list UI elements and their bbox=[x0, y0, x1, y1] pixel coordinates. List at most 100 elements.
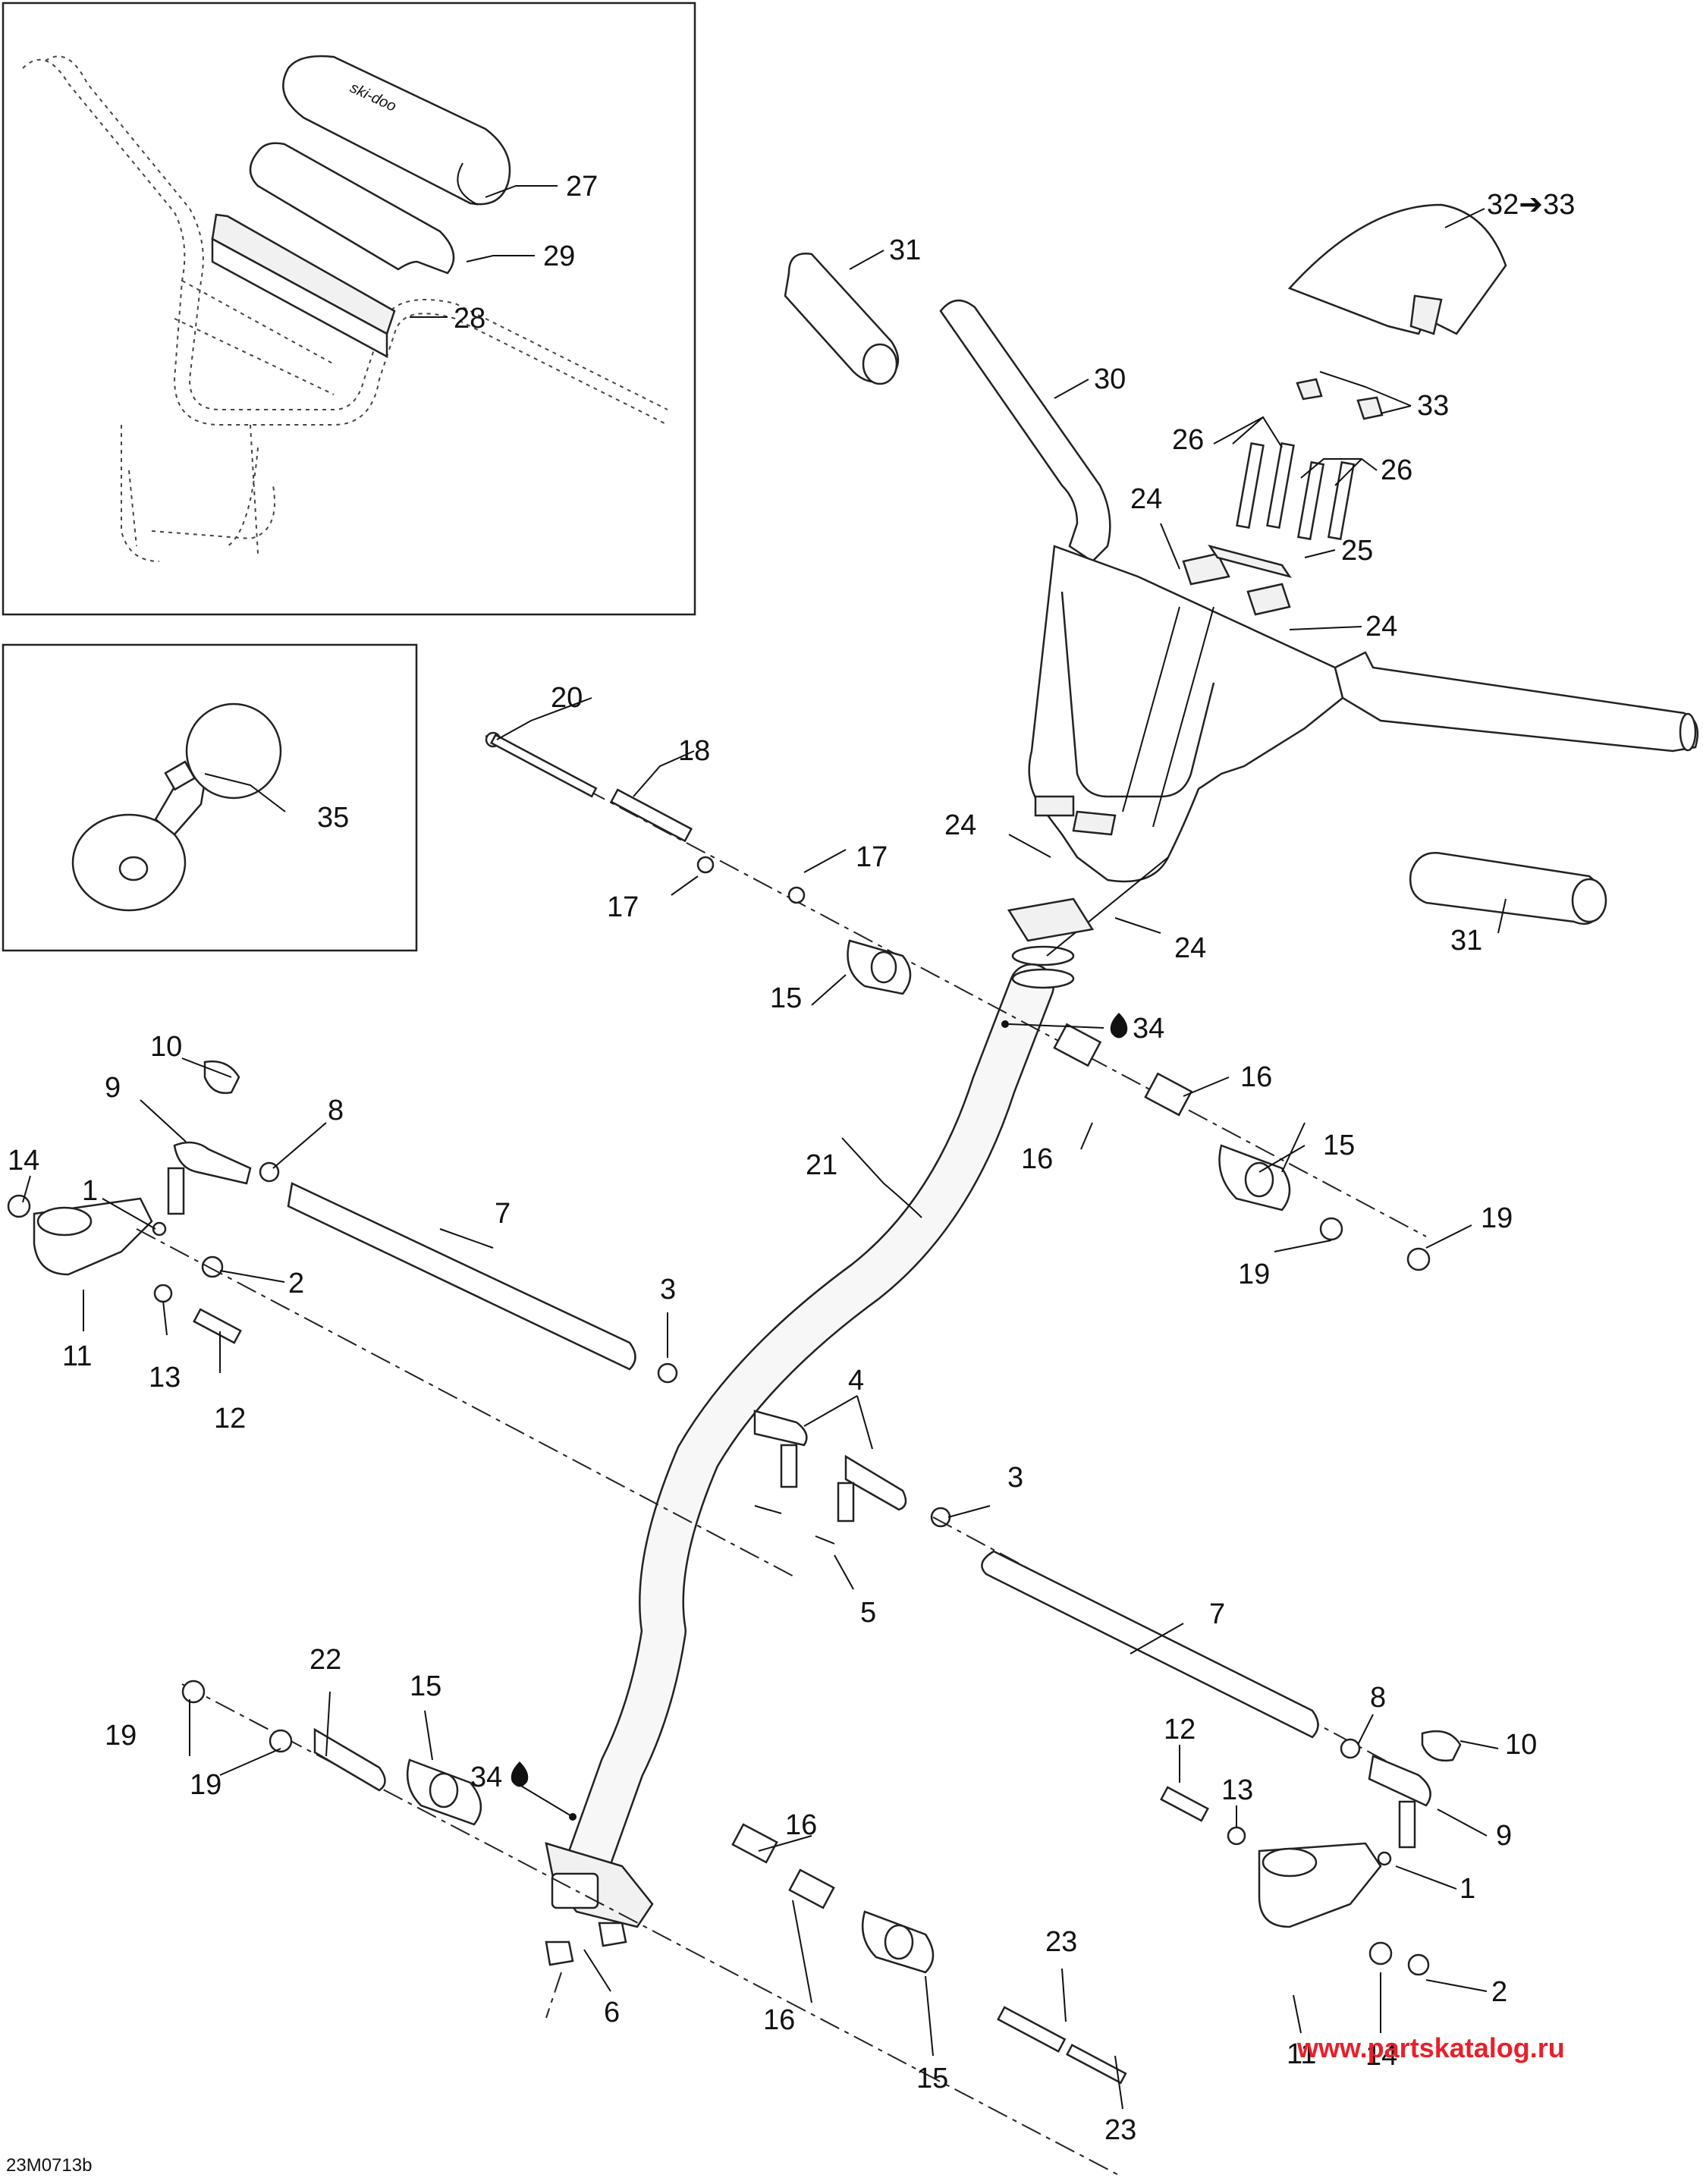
bushing-16a bbox=[1053, 1023, 1102, 1067]
label-15c: 15 bbox=[410, 1670, 441, 1702]
label-15a: 15 bbox=[770, 982, 802, 1014]
nut-19a bbox=[1319, 1217, 1343, 1241]
label-26a: 26 bbox=[1172, 424, 1204, 456]
label-17b: 17 bbox=[607, 891, 639, 923]
label-34b: 34 bbox=[470, 1761, 502, 1793]
grip-31-right bbox=[1409, 852, 1607, 925]
pad-27: ski-doo bbox=[282, 55, 511, 206]
washer-13b bbox=[1227, 1826, 1246, 1846]
label-14b: 14 bbox=[1365, 2040, 1397, 2072]
label-31a: 31 bbox=[889, 234, 921, 266]
bolt-12b bbox=[1160, 1786, 1209, 1822]
nut-2a bbox=[201, 1255, 224, 1278]
label-16a: 16 bbox=[1240, 1061, 1272, 1093]
label-8a: 8 bbox=[328, 1095, 344, 1127]
label-34a: 34 bbox=[1133, 1013, 1164, 1045]
label-1a: 1 bbox=[82, 1175, 98, 1207]
axis-upper bbox=[485, 735, 1427, 1237]
lubricant-34-top: 34 bbox=[1110, 1013, 1164, 1045]
washer-13a bbox=[153, 1284, 173, 1303]
nut-33b bbox=[1356, 396, 1384, 420]
nut-6a bbox=[545, 1940, 574, 1966]
label-11a: 11 bbox=[62, 1340, 92, 1372]
label-20: 20 bbox=[551, 682, 583, 714]
label-12b: 12 bbox=[1164, 1714, 1196, 1746]
washer-1a bbox=[152, 1221, 167, 1237]
label-1b: 1 bbox=[1459, 1873, 1475, 1905]
label-30: 30 bbox=[1094, 363, 1126, 395]
grip-31-top bbox=[784, 253, 899, 385]
bushing-16c bbox=[731, 1823, 778, 1864]
label-19c: 19 bbox=[105, 1720, 137, 1752]
inset-frame-top bbox=[2, 2, 696, 616]
stud-9b bbox=[1398, 1800, 1416, 1849]
label-7b: 7 bbox=[1209, 1598, 1225, 1630]
label-16d: 16 bbox=[763, 2004, 795, 2036]
ball-joint-4a bbox=[753, 1409, 808, 1447]
label-2a: 2 bbox=[288, 1268, 304, 1299]
label-6: 6 bbox=[604, 1997, 620, 2028]
ball-joint-9b bbox=[1368, 1755, 1431, 1807]
leaders bbox=[22, 185, 1507, 2110]
steering-column-21 bbox=[545, 945, 1075, 1928]
stud-9a bbox=[167, 1167, 185, 1215]
ball-joint-4b bbox=[844, 1454, 907, 1511]
label-24a: 24 bbox=[1130, 483, 1162, 515]
link-22 bbox=[313, 1727, 386, 1792]
label-8b: 8 bbox=[1370, 1682, 1386, 1714]
bushing-16b bbox=[1144, 1072, 1193, 1117]
label-17a: 17 bbox=[856, 841, 888, 873]
label-23a: 23 bbox=[1045, 1926, 1077, 1958]
washer-17a bbox=[696, 856, 715, 874]
label-29: 29 bbox=[543, 240, 575, 272]
block-28 bbox=[211, 213, 396, 359]
nut-8b bbox=[1340, 1738, 1361, 1759]
label-4: 4 bbox=[848, 1365, 864, 1397]
label-9b: 9 bbox=[1496, 1820, 1512, 1852]
label-35: 35 bbox=[317, 802, 349, 834]
label-18: 18 bbox=[678, 735, 710, 767]
cover-32 bbox=[1287, 203, 1507, 420]
lubricant-34-bottom: 34 bbox=[470, 1761, 529, 1793]
bolts-26 bbox=[1236, 442, 1356, 541]
label-13b: 13 bbox=[1221, 1774, 1253, 1806]
label-19a: 19 bbox=[1481, 1202, 1513, 1234]
grease-point-upper bbox=[1001, 1020, 1009, 1028]
axis-lower bbox=[181, 1683, 1123, 2178]
label-3b: 3 bbox=[1007, 1462, 1023, 1494]
label-23b: 23 bbox=[1104, 2114, 1136, 2146]
inset-horn bbox=[2, 643, 418, 952]
nut-14a bbox=[7, 1194, 31, 1218]
bolt-23a bbox=[997, 2006, 1067, 2053]
label-16c: 16 bbox=[785, 1809, 817, 1841]
steering-arm-11a bbox=[33, 1197, 153, 1276]
label-24d: 24 bbox=[1174, 932, 1206, 964]
nut-2b bbox=[1407, 1953, 1430, 1976]
bushing-15b bbox=[1218, 1144, 1291, 1211]
washer-17b bbox=[787, 886, 806, 904]
nut-14b bbox=[1368, 1941, 1393, 1966]
nut-19c bbox=[181, 1680, 206, 1704]
nut-6b bbox=[598, 1922, 627, 1947]
label-21: 21 bbox=[806, 1149, 837, 1181]
label-2b: 2 bbox=[1491, 1976, 1507, 2008]
nut-19b bbox=[1406, 1247, 1431, 1271]
bolt-23b bbox=[1066, 2044, 1127, 2085]
label-19d: 19 bbox=[190, 1769, 222, 1801]
label-19b: 19 bbox=[1238, 1259, 1270, 1290]
axis-left bbox=[136, 1228, 797, 1579]
stud-4a bbox=[780, 1444, 798, 1488]
label-13a: 13 bbox=[149, 1362, 181, 1394]
washer-1b bbox=[1377, 1851, 1392, 1866]
bushing-15d bbox=[861, 1910, 935, 1974]
label-14a: 14 bbox=[8, 1145, 39, 1177]
bushing-16d bbox=[788, 1868, 835, 1909]
label-27: 27 bbox=[566, 171, 598, 203]
label-33: 33 bbox=[1417, 390, 1449, 422]
label-32-33: 32➔33 bbox=[1487, 189, 1575, 221]
handlebar-30 bbox=[939, 300, 1699, 957]
upper-clamps bbox=[1007, 442, 1356, 942]
label-10a: 10 bbox=[150, 1031, 182, 1063]
label-22: 22 bbox=[309, 1644, 341, 1676]
